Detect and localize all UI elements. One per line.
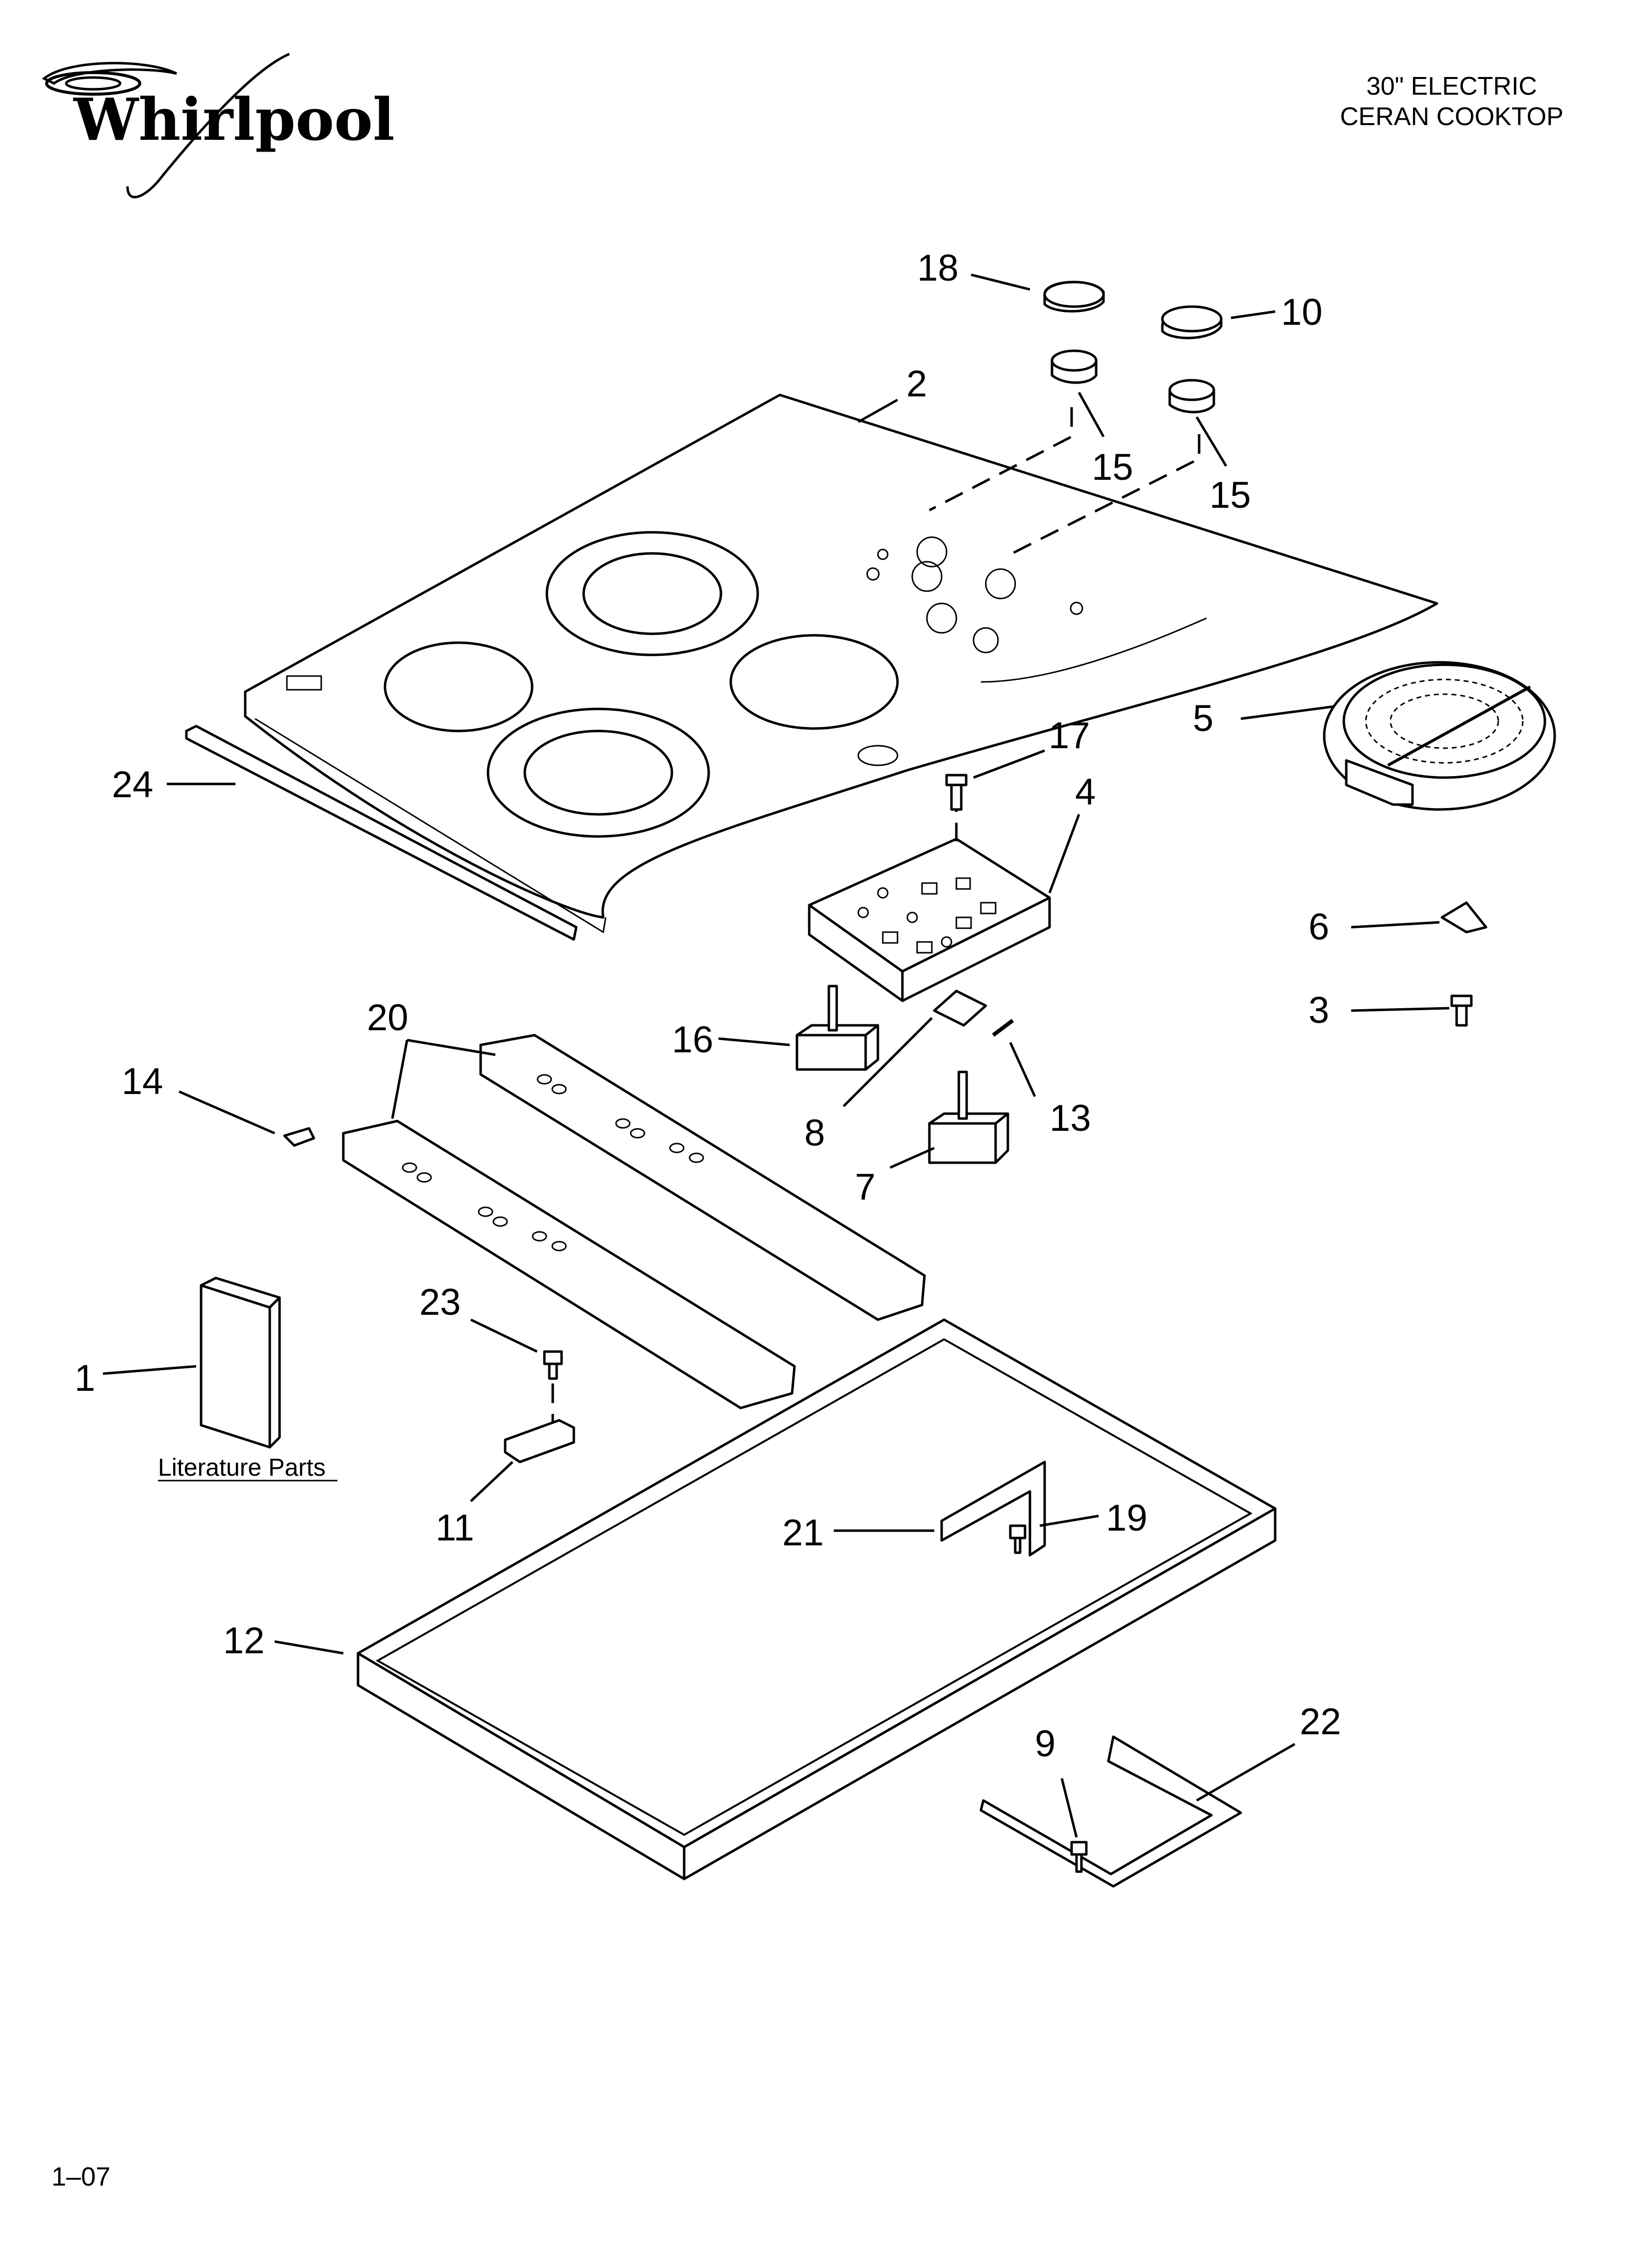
callout-9: 9 [1035,1723,1055,1765]
base-box [357,1318,1277,1880]
knobs [1043,281,1223,414]
literature-booklet [200,1277,281,1449]
callout-2: 2 [906,363,927,405]
callout-21: 21 [782,1512,824,1554]
callout-17: 17 [1049,715,1090,756]
callout-1: 1 [75,1357,95,1399]
screw-9 [1070,1841,1088,1873]
title-line-2: CERAN COOKTOP [1340,103,1564,131]
gasket-8 [933,990,987,1027]
callout-20: 20 [367,997,409,1039]
clip-6 [1440,901,1488,934]
callout-23: 23 [419,1281,461,1323]
callout-24: 24 [112,764,154,806]
screw-19 [1009,1524,1026,1554]
callout-7: 7 [855,1166,875,1208]
callout-4: 4 [1075,771,1096,813]
brand-logo-text: Whirlpool [73,85,395,154]
screw-14 [283,1127,315,1147]
bracket-11 [504,1419,575,1463]
callout-5: 5 [1193,698,1213,739]
screw-17 [945,774,968,811]
callout-11: 11 [436,1507,474,1549]
leader-lines [103,273,1450,1838]
side-brackets [342,1034,926,1409]
callout-labels: 18 10 2 15 15 5 17 4 24 6 3 20 16 14 8 1… [75,247,1341,1765]
screw-23 [543,1350,563,1380]
clip-13 [992,1018,1014,1037]
callout-14: 14 [122,1061,163,1102]
callout-12: 12 [223,1620,265,1662]
callout-13: 13 [1050,1097,1091,1139]
infinite-switches [795,985,1009,1164]
callout-3: 3 [1308,990,1329,1031]
callout-6: 6 [1308,906,1329,948]
footer-code: 1–07 [51,2162,110,2191]
screw-3 [1450,994,1473,1027]
radiant-element [1323,661,1556,811]
callout-15-right: 15 [1209,474,1251,516]
callout-22: 22 [1300,1701,1341,1743]
callout-8: 8 [804,1112,825,1154]
callout-18: 18 [917,247,959,289]
callout-16: 16 [672,1019,714,1061]
title-line-1: 30" ELECTRIC [1366,72,1537,101]
callout-10: 10 [1281,291,1323,333]
whirlpool-logo: Whirlpool [42,52,395,199]
literature-parts-label: Literature Parts [158,1454,326,1481]
mounting-bracket [979,1735,1242,1888]
document-title: 30" ELECTRIC CERAN COOKTOP [1324,71,1579,132]
ceran-glass-top [244,393,1438,934]
control-panel [808,837,1051,1002]
callout-19: 19 [1106,1497,1148,1539]
callout-15-left: 15 [1092,446,1133,488]
trim-strip [185,725,578,941]
